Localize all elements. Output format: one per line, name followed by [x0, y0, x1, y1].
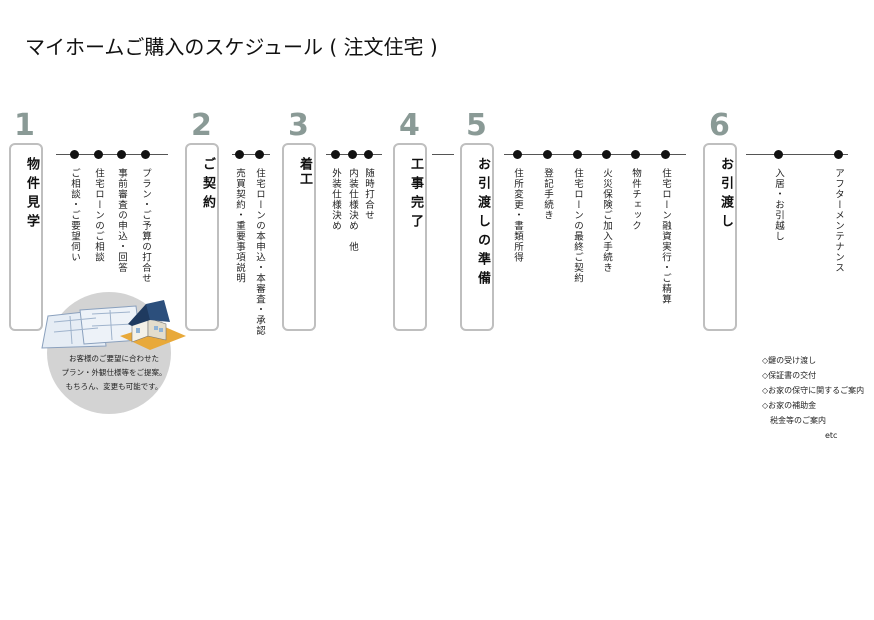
- note-item: 税金等のご案内: [770, 416, 826, 425]
- step-6-label: お引渡し: [718, 157, 733, 233]
- task-after-maintenance: アフターメンテナンス: [833, 168, 844, 273]
- task-meetings: 随時打合せ: [363, 168, 374, 221]
- timeline-dot: [70, 150, 79, 159]
- step-6-box: お引渡し: [703, 143, 737, 331]
- timeline-line-4: [432, 154, 454, 155]
- timeline-dot: [331, 150, 340, 159]
- house-plan-illustration: [41, 300, 186, 350]
- step-4-number: 4: [399, 108, 420, 143]
- note-item: ◇鍵の受け渡し: [762, 356, 817, 365]
- timeline-dot: [117, 150, 126, 159]
- handover-notes: ◇鍵の受け渡し ◇保証書の交付 ◇お家の保守に関するご案内 ◇お家の補助金 税金…: [762, 353, 865, 440]
- step-3-number: 3: [288, 108, 309, 143]
- task-address-change: 住所変更・書類所得: [512, 168, 523, 263]
- timeline-dot: [255, 150, 264, 159]
- timeline-line-2: [232, 154, 270, 155]
- step-4-box: 工事完了: [393, 143, 427, 331]
- step-4-label: 工事完了: [408, 157, 423, 233]
- timeline-dot: [834, 150, 843, 159]
- timeline-dot: [661, 150, 670, 159]
- circle-caption-line: お客様のご要望に合わせた: [69, 354, 159, 363]
- timeline-dot: [602, 150, 611, 159]
- circle-caption: お客様のご要望に合わせた プラン・外観仕様等をご提案。 もちろん、変更も可能です…: [58, 352, 170, 394]
- step-6-number: 6: [709, 108, 730, 143]
- timeline-dot: [364, 150, 373, 159]
- note-item: ◇お家の補助金: [762, 401, 817, 410]
- note-etc: etc: [825, 431, 838, 440]
- timeline-dot: [235, 150, 244, 159]
- timeline-line-6: [746, 154, 848, 155]
- task-plan-budget: プラン・ご予算の打合せ: [140, 168, 151, 284]
- timeline-dot: [513, 150, 522, 159]
- note-item: ◇お家の保守に関するご案内: [762, 386, 865, 395]
- page-title: マイホームご購入のスケジュール ( 注文住宅 ): [25, 35, 438, 59]
- step-5-box: お引渡しの準備: [460, 143, 494, 331]
- task-loan-final-contract: 住宅ローンの最終ご契約: [572, 168, 583, 284]
- timeline-dot: [631, 150, 640, 159]
- timeline-dot: [573, 150, 582, 159]
- step-2-number: 2: [191, 108, 212, 143]
- task-loan-consultation: 住宅ローンのご相談: [93, 168, 104, 263]
- task-interior-spec: 内装仕様決め 他: [347, 168, 358, 252]
- task-registration: 登記手続き: [542, 168, 553, 221]
- step-2-box: ご契約: [185, 143, 219, 331]
- task-fire-insurance: 火災保険ご加入手続き: [601, 168, 612, 273]
- timeline-line-5: [504, 154, 686, 155]
- step-5-label: お引渡しの準備: [475, 157, 490, 290]
- circle-caption-line: もちろん、変更も可能です。: [65, 382, 163, 391]
- note-item: ◇保証書の交付: [762, 371, 817, 380]
- timeline-dot: [774, 150, 783, 159]
- step-1-number: 1: [14, 108, 35, 143]
- circle-caption-line: プラン・外観仕様等をご提案。: [61, 368, 167, 377]
- timeline-dot: [348, 150, 357, 159]
- step-5-number: 5: [466, 108, 487, 143]
- step-3-label: 着工: [297, 157, 312, 187]
- task-sales-contract: 売買契約・重要事項説明: [234, 168, 245, 284]
- task-loan-execution: 住宅ローン融資実行・ご精算: [660, 168, 671, 305]
- task-loan-application: 住宅ローンの本申込・本審査・承認: [254, 168, 265, 336]
- task-pre-screening: 事前審査の申込・回答: [116, 168, 127, 273]
- step-3-box: 着工: [282, 143, 316, 331]
- step-1-label: 物件見学: [24, 157, 39, 233]
- task-property-check: 物件チェック: [630, 168, 641, 231]
- timeline-line-1: [56, 154, 168, 155]
- task-exterior-spec: 外装仕様決め: [330, 168, 341, 231]
- timeline-dot: [141, 150, 150, 159]
- timeline-dot: [94, 150, 103, 159]
- step-2-label: ご契約: [200, 157, 215, 214]
- step-1-box: 物件見学: [9, 143, 43, 331]
- task-move-in: 入居・お引越し: [773, 168, 784, 242]
- timeline-dot: [543, 150, 552, 159]
- task-consultation: ご相談・ご要望伺い: [69, 168, 80, 263]
